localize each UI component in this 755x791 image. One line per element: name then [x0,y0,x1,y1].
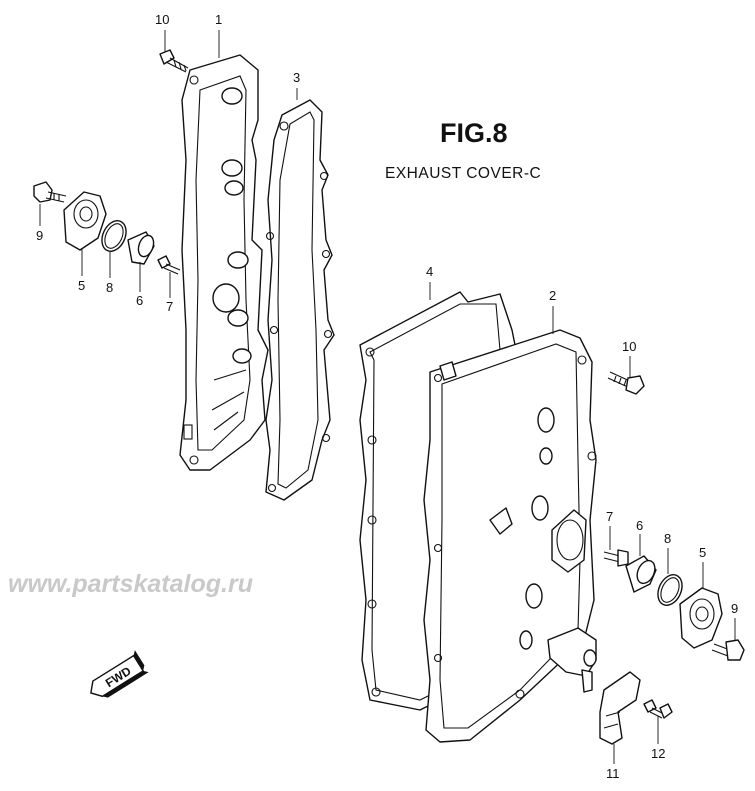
callout-8-right: 8 [664,531,671,546]
callout-7-right: 7 [606,509,613,524]
part-6-collar-left [127,231,155,265]
callout-6-right: 6 [636,518,643,533]
part-10-bolt-right [607,371,645,395]
callout-10-upper: 10 [155,12,169,27]
part-5-cover-left [63,191,107,251]
part-12-screw [643,699,673,719]
part-10-bolt-upper-left [159,49,189,73]
callout-9-right: 9 [731,601,738,616]
callout-12: 12 [651,746,665,761]
part-11-clip [599,671,641,745]
part-8-o-ring-right [657,574,683,606]
part-5-cover-right [679,587,723,649]
fwd-arrow-icon: FWD [90,650,149,698]
callout-4: 4 [426,264,433,279]
part-6-collar-right [625,555,657,593]
callout-6-left: 6 [136,293,143,308]
figure-title: FIG.8 [440,118,508,148]
part-8-o-ring-left [101,220,127,252]
callout-5-right: 5 [699,545,706,560]
callout-5-left: 5 [78,278,85,293]
callout-2: 2 [549,288,556,303]
part-7-bolt-right [603,549,629,567]
part-2-outer-exhaust-cover [423,329,597,743]
callout-9-left: 9 [36,228,43,243]
part-3-gasket [265,99,335,501]
callout-7-left: 7 [166,299,173,314]
watermark: www.partskatalog.ru [8,570,253,598]
callout-1: 1 [215,12,222,27]
callout-10-right: 10 [622,339,636,354]
part-9-bolt-right [711,639,745,661]
callout-11: 11 [606,766,620,781]
part-9-bolt-left [33,181,67,203]
leader-lines [39,30,736,764]
callout-numbers: 10 1 3 4 2 10 9 5 8 6 7 7 6 8 5 9 11 12 [36,12,738,781]
part-7-bolt-left [157,255,181,275]
callout-3: 3 [293,70,300,85]
part-1-inner-exhaust-cover [179,54,269,471]
figure-subtitle: EXHAUST COVER-C [385,165,542,182]
callout-8-left: 8 [106,280,113,295]
